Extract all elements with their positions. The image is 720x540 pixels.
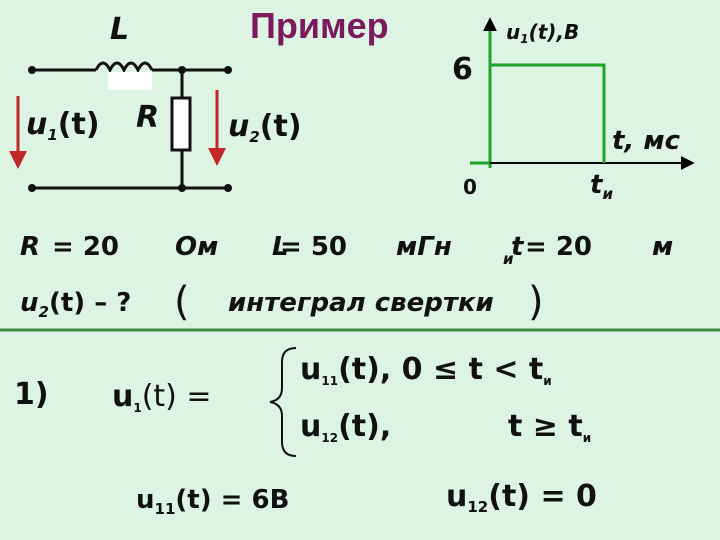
node: [224, 66, 232, 74]
param-R-unit: Ом: [175, 232, 219, 262]
piecewise-row-1: u11(t), 0 ≤ t < tи: [300, 352, 552, 388]
question-paren-close: ): [528, 279, 544, 325]
result-u12: u12(t) = 0: [446, 482, 597, 515]
graph-origin: 0: [463, 175, 477, 199]
param-tu-unit: м: [652, 232, 674, 262]
y-label-argument: (t),В: [528, 20, 580, 44]
step-lhs: u1(t) =: [112, 379, 212, 415]
tu-symbol: t: [590, 170, 603, 200]
lhs-argument: (t) =: [141, 379, 212, 414]
u2-subscript: 2: [249, 128, 260, 146]
row2-condition: t ≥ t: [508, 409, 583, 444]
u1-subscript: 1: [47, 126, 58, 144]
pulse-line: [490, 63, 606, 163]
y-label-subscript: 1: [520, 32, 529, 46]
row2-condition-subscript: и: [582, 431, 592, 445]
pulse-graph: [470, 17, 695, 170]
graph-tu-label: tи: [590, 172, 613, 202]
u2-argument: (t): [259, 109, 302, 144]
inductor-coil: [94, 61, 154, 74]
question-u2-subscript: 2: [38, 303, 49, 321]
u2-label: u2(t): [228, 112, 302, 145]
u2-symbol: u: [228, 109, 250, 144]
node: [178, 66, 186, 74]
row1-tail-subscript: и: [543, 374, 552, 388]
graph-y-value: 6: [452, 52, 473, 87]
result-u11-subscript: 11: [154, 500, 176, 518]
param-tu-subscript: и: [503, 250, 514, 268]
question-u2-argument: (t) – ?: [48, 288, 132, 318]
result-u11-value: (t) = 6B: [175, 485, 290, 515]
question-paren-open: (: [174, 279, 190, 325]
question-u2-symbol: u: [20, 288, 39, 318]
node: [28, 66, 36, 74]
piecewise-brace: [269, 347, 297, 457]
inductor-backing: [108, 72, 152, 90]
node: [178, 184, 186, 192]
param-R-value: = 20: [52, 232, 120, 262]
lhs-symbol: u: [112, 379, 134, 414]
node: [224, 184, 232, 192]
inductor-label: L: [110, 12, 130, 47]
question-text: интеграл свертки: [228, 288, 494, 318]
tu-subscript: и: [602, 185, 613, 203]
result-u12-value: (t) = 0: [488, 479, 597, 514]
result-u11-symbol: u: [136, 485, 155, 515]
param-tu-value: = 20: [525, 232, 593, 262]
param-tu-symbol: t: [511, 234, 523, 260]
step-number: 1): [14, 377, 49, 412]
circuit-nodes: [28, 66, 232, 192]
result-u12-symbol: u: [446, 479, 468, 514]
param-L-symbol: L: [272, 232, 289, 262]
u1-symbol: u: [26, 107, 48, 142]
graph-x-label: t, мс: [612, 126, 681, 156]
piecewise-row-2-condition: t ≥ tи: [508, 409, 592, 445]
result-u12-subscript: 12: [467, 498, 489, 516]
row2-subscript: 12: [321, 431, 339, 445]
param-L-unit: мГн: [396, 232, 452, 262]
u1-argument: (t): [57, 107, 100, 142]
graph-y-label: u1(t),В: [506, 22, 579, 45]
resistor-label: R: [136, 100, 160, 135]
row1-symbol: u: [300, 352, 322, 387]
piecewise-row-2: u12(t),: [300, 409, 392, 445]
resistor: [170, 96, 192, 152]
slide-title: Пример: [250, 5, 389, 46]
u1-label: u1(t): [26, 110, 100, 143]
row1-argument: (t), 0 ≤ t < t: [338, 352, 544, 387]
param-R-symbol: R: [20, 232, 41, 262]
node: [28, 184, 36, 192]
tu-param-symbol: t: [511, 232, 524, 262]
lhs-subscript: 1: [133, 401, 142, 415]
question-u2: u2(t) – ?: [20, 290, 131, 320]
result-u11: u11(t) = 6B: [136, 487, 289, 517]
row1-subscript: 11: [321, 374, 339, 388]
row2-argument: (t),: [338, 409, 392, 444]
y-label-symbol: u: [506, 20, 521, 44]
circuit: [32, 61, 228, 190]
row2-symbol: u: [300, 409, 322, 444]
param-L-value: = 50: [280, 232, 348, 262]
